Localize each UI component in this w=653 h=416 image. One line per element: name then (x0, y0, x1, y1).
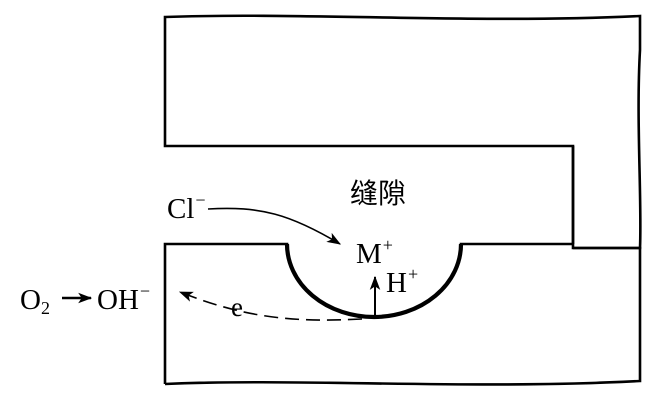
hydrogen-ion-charge: + (407, 264, 419, 284)
chloride-charge: − (195, 190, 206, 210)
hydroxide-label: OH− (97, 282, 150, 316)
corrosion-pit (284, 243, 464, 320)
electron-label: e (231, 292, 243, 322)
metal-ion-base: M (356, 238, 382, 270)
hydroxide-charge: − (139, 281, 151, 301)
oxygen-subscript: 2 (40, 298, 50, 318)
metal-ion-label: M+ (356, 236, 393, 270)
oxygen-base: O (20, 284, 41, 316)
metal-ion-charge: + (382, 235, 393, 255)
hydrogen-ion-label: H+ (386, 265, 418, 299)
hydroxide-base: OH (97, 284, 139, 316)
chloride-base: Cl (167, 193, 195, 225)
chloride-ion-label: Cl− (167, 191, 206, 225)
electron-flow-arrow (178, 291, 363, 321)
oxygen-label: O2 (20, 284, 50, 318)
crevice-label: 缝隙 (350, 177, 407, 210)
chloride-migration-arrow (207, 207, 342, 245)
upper-metal-plate (163, 14, 642, 250)
hydrogen-ion-base: H (386, 267, 407, 299)
